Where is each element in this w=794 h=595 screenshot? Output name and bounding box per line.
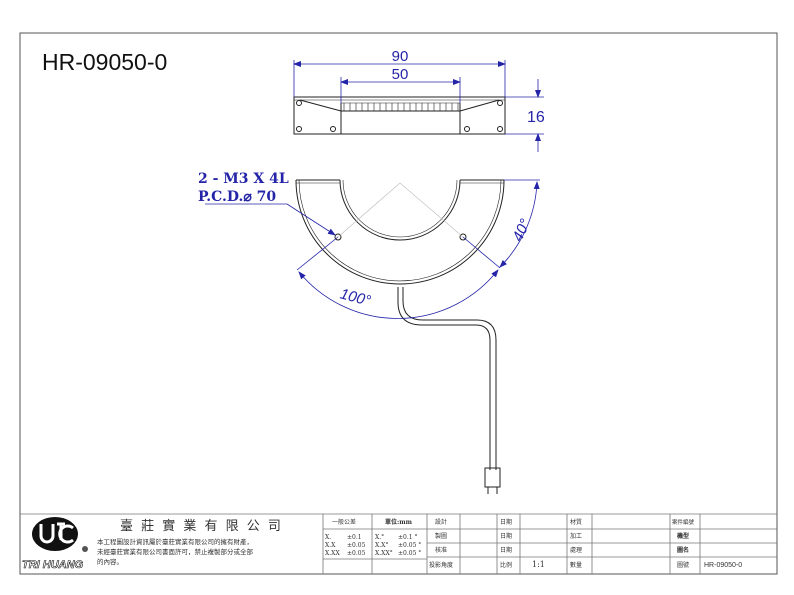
dimension-90: 90 bbox=[392, 48, 409, 65]
tol-3c: X.XX° bbox=[375, 550, 393, 557]
tol-1b: ±0.1 bbox=[347, 534, 362, 541]
tol-3a: X.XX bbox=[325, 550, 340, 557]
copyright-line1: 本工程圖設計資訊屬於臺莊實業有限公司的擁有財產， bbox=[97, 537, 253, 546]
angle-40: 40° bbox=[509, 216, 534, 244]
tolerance-header: 一般公差 bbox=[332, 518, 356, 526]
check-label: 核准 bbox=[435, 546, 447, 554]
copyright-line3: 的內容。 bbox=[97, 557, 123, 566]
material-label: 材質 bbox=[570, 518, 582, 526]
scale-value: 1:1 bbox=[532, 560, 545, 569]
tol-1c: X.° bbox=[375, 534, 384, 541]
projection-label: 投影角度 bbox=[429, 561, 453, 569]
date-label-2: 日期 bbox=[500, 532, 512, 540]
drawing-title: HR-09050-0 bbox=[42, 49, 167, 75]
design-label: 設計 bbox=[435, 518, 447, 526]
dimension-50: 50 bbox=[392, 66, 409, 83]
date-label-1: 日期 bbox=[500, 518, 512, 526]
process-label: 加工 bbox=[570, 532, 582, 540]
tol-2c: X.X° bbox=[375, 542, 388, 549]
tol-1a: X. bbox=[325, 534, 331, 541]
date-label-3: 日期 bbox=[500, 546, 512, 554]
cable bbox=[397, 287, 501, 494]
drawing-name-label: 圖名 bbox=[677, 546, 689, 554]
dimension-16: 16 bbox=[527, 109, 545, 126]
company-name: 臺 莊 實 業 有 限 公 司 bbox=[120, 518, 283, 534]
top-view bbox=[293, 96, 506, 135]
tol-1d: ±0.1 ° bbox=[398, 534, 417, 541]
tol-3d: ±0.05 ° bbox=[398, 550, 421, 557]
tol-2d: ±0.05 ° bbox=[398, 542, 421, 549]
drawing-no-label: 圖號 bbox=[677, 561, 689, 569]
treatment-label: 處理 bbox=[570, 546, 582, 554]
copyright-line2: 未經臺莊實業有限公司書面許可，禁止複製部分或全部 bbox=[97, 547, 254, 556]
ring-dimensions bbox=[205, 179, 540, 319]
logo-text: TRI HUANG bbox=[22, 559, 84, 571]
title-block bbox=[20, 513, 777, 574]
quantity-label: 數量 bbox=[570, 561, 582, 569]
tol-2a: X.X bbox=[325, 542, 336, 549]
scale-label: 比例 bbox=[500, 561, 512, 569]
unit-label: 單位:mm bbox=[385, 518, 413, 526]
connector bbox=[484, 467, 501, 488]
case-no-label: 案件編號 bbox=[672, 518, 695, 526]
drawing-label: 製圖 bbox=[435, 532, 447, 540]
half-ring-view bbox=[295, 179, 505, 285]
drawing-no-value: HR-09050-0 bbox=[704, 562, 742, 569]
company-logo: TRI HUANG bbox=[22, 517, 88, 571]
top-view-dimensions bbox=[293, 60, 544, 152]
tol-3b: ±0.05 bbox=[347, 550, 366, 557]
drawing-border bbox=[19, 32, 778, 575]
hole-note-line1: 2 - M3 X 4L bbox=[198, 171, 289, 187]
hole-note-line2: P.C.D.⌀ 70 bbox=[198, 189, 276, 205]
tol-2b: ±0.05 bbox=[347, 542, 366, 549]
model-label: 機型 bbox=[677, 532, 689, 540]
